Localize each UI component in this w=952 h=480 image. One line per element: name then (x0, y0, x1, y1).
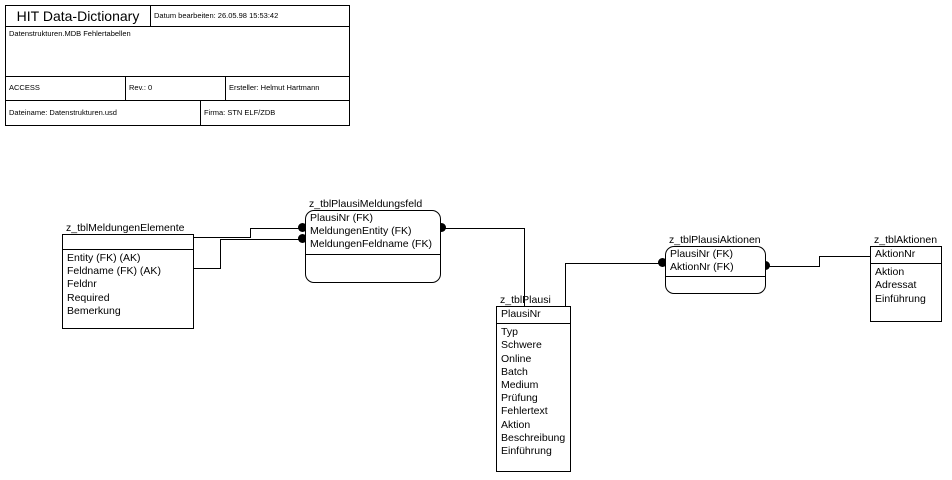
connector-segment (565, 263, 666, 264)
entity-attribute: Required (67, 291, 110, 304)
entity-key-area: PlausiNr (FK) MeldungenEntity (FK) Meldu… (306, 211, 440, 255)
entity-key-field: AktionNr (875, 248, 916, 260)
relationship-dot (437, 223, 446, 232)
entity-attribute-area (666, 277, 765, 281)
connector-segment (819, 256, 870, 257)
entity-key-field: PlausiNr (501, 308, 541, 320)
entity-z_tblPlausiAktionen[interactable]: z_tblPlausiAktionen PlausiNr (FK) Aktion… (665, 234, 766, 294)
entity-attribute: Aktion (501, 418, 531, 431)
entity-attribute: Aktion (875, 266, 905, 279)
entity-body: PlausiNr (FK) MeldungenEntity (FK) Meldu… (305, 210, 441, 283)
entity-body: Entity (FK) (AK) Feldname (FK) (AK) Feld… (62, 234, 194, 329)
entity-attribute: Schwere (501, 339, 542, 352)
entity-attribute: Einführung (501, 445, 552, 458)
title-block-row-file: Dateiname: Datenstrukturen.usd Firma: ST… (6, 101, 349, 126)
entity-attribute: Entity (FK) (AK) (67, 252, 141, 264)
connector-segment (250, 228, 251, 238)
entity-attribute: Medium (501, 379, 539, 392)
title-block-row-meta: ACCESS Rev.: 0 Ersteller: Helmut Hartman… (6, 77, 349, 101)
entity-attribute: Typ (501, 326, 518, 339)
entity-attribute: Feldname (FK) (AK) (67, 265, 161, 278)
entity-attribute: Prüfung (501, 392, 538, 405)
entity-key-area: AktionNr (871, 247, 941, 265)
entity-z_tblPlausiMeldungsfeld[interactable]: z_tblPlausiMeldungsfeld PlausiNr (FK) Me… (305, 198, 441, 283)
connector-segment (441, 228, 524, 229)
connector-segment (220, 239, 307, 240)
connector-segment (194, 237, 250, 238)
entity-attribute: Online (501, 352, 532, 365)
author-name: Ersteller: Helmut Hartmann (229, 83, 320, 92)
entity-attribute-area: Entity (FK) (AK) Feldname (FK) (AK) Feld… (63, 250, 193, 320)
entity-attribute-area (306, 255, 440, 259)
entity-attribute: Beschreibung (501, 431, 566, 444)
company-name: Firma: STN ELF/ZDB (204, 108, 276, 117)
entity-attribute: Feldnr (67, 278, 97, 291)
revision-number: Rev.: 0 (126, 77, 226, 100)
entity-title: z_tblPlausiMeldungsfeld (309, 198, 423, 210)
entity-body: PlausiNr Typ Schwere Online Batch Medium… (496, 306, 571, 472)
entity-attribute-area: Typ Schwere Online Batch Medium Prüfung … (497, 324, 570, 460)
connector-segment (194, 268, 220, 269)
title-block-row-structure: Datenstrukturen.MDB Fehlertabellen (6, 27, 349, 77)
entity-attribute-area: Aktion Adressat Einführung (871, 264, 941, 308)
entity-title: z_tblPlausi (500, 294, 551, 306)
connector-segment (250, 228, 307, 229)
connector-segment (819, 256, 820, 267)
title-block: HIT Data-Dictionary Datum bearbeiten: 26… (5, 5, 350, 126)
entity-key-field: PlausiNr (FK) (310, 212, 374, 224)
document-title: HIT Data-Dictionary (6, 6, 151, 26)
structure-description: Datenstrukturen.MDB Fehlertabellen (9, 29, 131, 38)
system-name: ACCESS (6, 77, 126, 100)
relationship-dot (298, 234, 307, 243)
entity-key-field: MeldungenEntity (FK) (310, 225, 412, 238)
entity-body: PlausiNr (FK) AktionNr (FK) (665, 246, 766, 294)
relationship-dot (298, 223, 307, 232)
title-block-row-header: HIT Data-Dictionary Datum bearbeiten: 26… (6, 6, 349, 27)
connector-segment (524, 228, 525, 306)
entity-z_tblPlausi[interactable]: z_tblPlausi PlausiNr Typ Schwere Online … (496, 294, 571, 472)
entity-z_tblAktionen[interactable]: z_tblAktionen AktionNr Aktion Adressat E… (870, 234, 942, 322)
entity-key-field: AktionNr (FK) (670, 261, 734, 274)
entity-key-area: PlausiNr (497, 307, 570, 325)
file-name: Dateiname: Datenstrukturen.usd (6, 101, 201, 126)
entity-key-area (63, 235, 193, 250)
entity-attribute: Einführung (875, 292, 926, 305)
connector-segment (220, 239, 221, 269)
entity-title: z_tblPlausiAktionen (669, 234, 761, 246)
entity-key-field: PlausiNr (FK) (670, 248, 734, 260)
connector-segment (565, 263, 566, 306)
entity-title: z_tblMeldungenElemente (66, 222, 185, 234)
entity-key-area: PlausiNr (FK) AktionNr (FK) (666, 247, 765, 278)
entity-attribute: Batch (501, 365, 528, 378)
entity-title: z_tblAktionen (874, 234, 938, 246)
entity-body: AktionNr Aktion Adressat Einführung (870, 246, 942, 322)
connector-segment (766, 266, 819, 267)
entity-attribute: Fehlertext (501, 405, 548, 418)
relationship-dot (658, 258, 667, 267)
entity-attribute: Bemerkung (67, 304, 121, 317)
entity-attribute: Adressat (875, 279, 917, 292)
edit-timestamp: Datum bearbeiten: 26.05.98 15:53:42 (154, 11, 279, 20)
entity-z_tblMeldungenElemente[interactable]: z_tblMeldungenElemente Entity (FK) (AK) … (62, 222, 194, 329)
entity-key-field: MeldungenFeldname (FK) (310, 238, 432, 251)
